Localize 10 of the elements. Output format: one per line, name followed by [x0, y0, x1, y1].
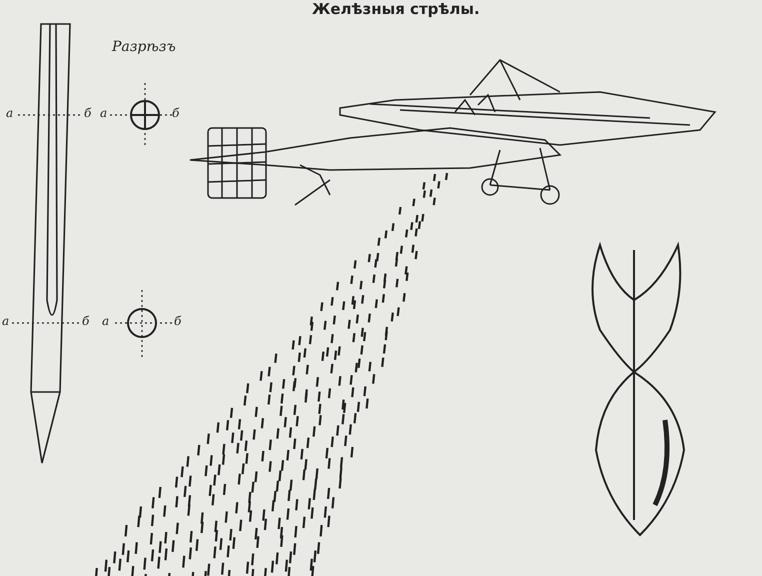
section-mark: а	[102, 315, 110, 327]
title: Желѣзныя стрѣлы.	[312, 2, 480, 17]
section-mark: б	[174, 315, 182, 327]
section-mark: б	[172, 107, 180, 119]
section-mark: а	[2, 315, 10, 327]
section-mark: б	[82, 315, 90, 327]
section-mark: а	[6, 107, 14, 119]
section-heading: Разрѣзъ	[112, 40, 176, 54]
section-mark: б	[84, 107, 92, 119]
section-mark: а	[100, 107, 108, 119]
